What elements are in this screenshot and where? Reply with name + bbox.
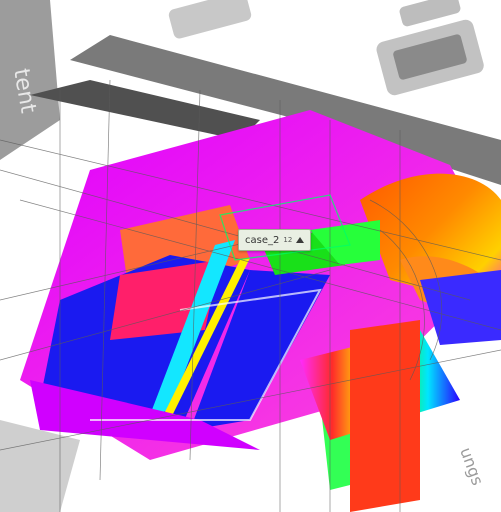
case-label-count: 12 (283, 236, 293, 244)
panel-edge (90, 288, 322, 421)
region-red-lower (350, 320, 420, 512)
wall-panel-left (0, 0, 60, 160)
region-blue-far-right (420, 270, 501, 345)
floor-glyphs: ungs (456, 445, 487, 488)
machinery-top (168, 0, 484, 96)
wireframe (0, 79, 501, 512)
stripe-yellow (160, 258, 250, 422)
selection-outline (219, 194, 351, 261)
roof-beam-dark (30, 80, 260, 140)
up-arrow-icon (296, 237, 305, 243)
stripe-cyan (150, 240, 235, 415)
region-green-right (310, 220, 380, 265)
case-label-name: case_2 (245, 234, 280, 246)
case-label[interactable]: case_2 12 (238, 229, 312, 251)
floor-grey (0, 420, 80, 512)
region-blue-right (190, 270, 330, 430)
